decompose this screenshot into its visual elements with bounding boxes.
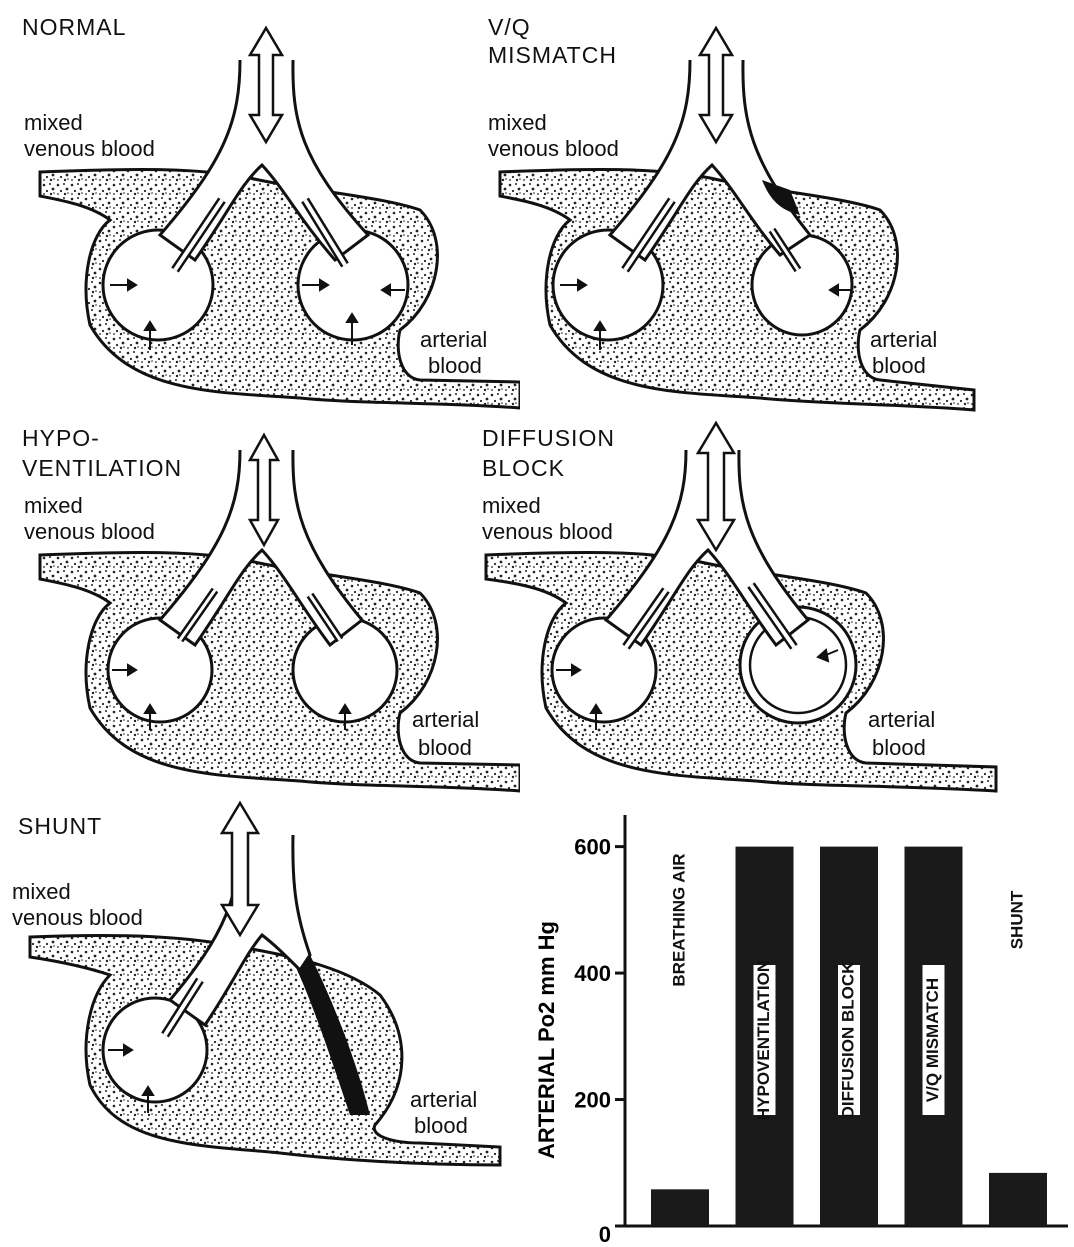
panel-hypoventilation: HYPO- VENTILATION mixed venous blood art… bbox=[0, 415, 520, 795]
chart-bars: BREATHING AIR HYPOVENTILATION DIFFUSION BL… bbox=[651, 847, 1047, 1226]
y-tick-label: 0 bbox=[599, 1222, 611, 1245]
bar-label: SHUNT bbox=[1007, 890, 1026, 949]
y-axis-title: ARTERIAL Po2 mm Hg bbox=[534, 921, 559, 1159]
panel-normal: NORMAL mixed venous blood arterial blood bbox=[0, 0, 520, 415]
panel-shunt: SHUNT mixed venous blood arterial blood bbox=[0, 795, 520, 1247]
panel-vq-mismatch: V/Q MISMATCH mixed venous blood arterial… bbox=[480, 0, 1074, 415]
alveoli-diagram bbox=[476, 415, 1074, 795]
y-tick-label: 400 bbox=[574, 961, 611, 986]
alveoli-diagram bbox=[0, 0, 520, 415]
panel-diffusion-block: DIFFUSION BLOCK mixed venous blood arter… bbox=[476, 415, 1074, 795]
alveoli-diagram bbox=[0, 415, 520, 795]
bar-label: BREATHING AIR bbox=[669, 853, 688, 986]
y-tick-label: 600 bbox=[574, 835, 611, 860]
bar-label: DIFFUSION BLOCK bbox=[838, 961, 857, 1118]
alveoli-diagram bbox=[480, 0, 1074, 415]
arterial-po2-bar-chart: 0 200 400 600 BREATHING AIR HYPOVENTILATION D… bbox=[520, 800, 1070, 1245]
bar-breathing-air bbox=[651, 1189, 709, 1226]
bar-shunt bbox=[989, 1173, 1047, 1226]
alveoli-diagram bbox=[0, 795, 520, 1247]
bar-label: V/Q MISMATCH bbox=[923, 978, 942, 1102]
y-tick-label: 200 bbox=[574, 1088, 611, 1113]
bar-label: HYPOVENTILATION bbox=[754, 960, 773, 1120]
